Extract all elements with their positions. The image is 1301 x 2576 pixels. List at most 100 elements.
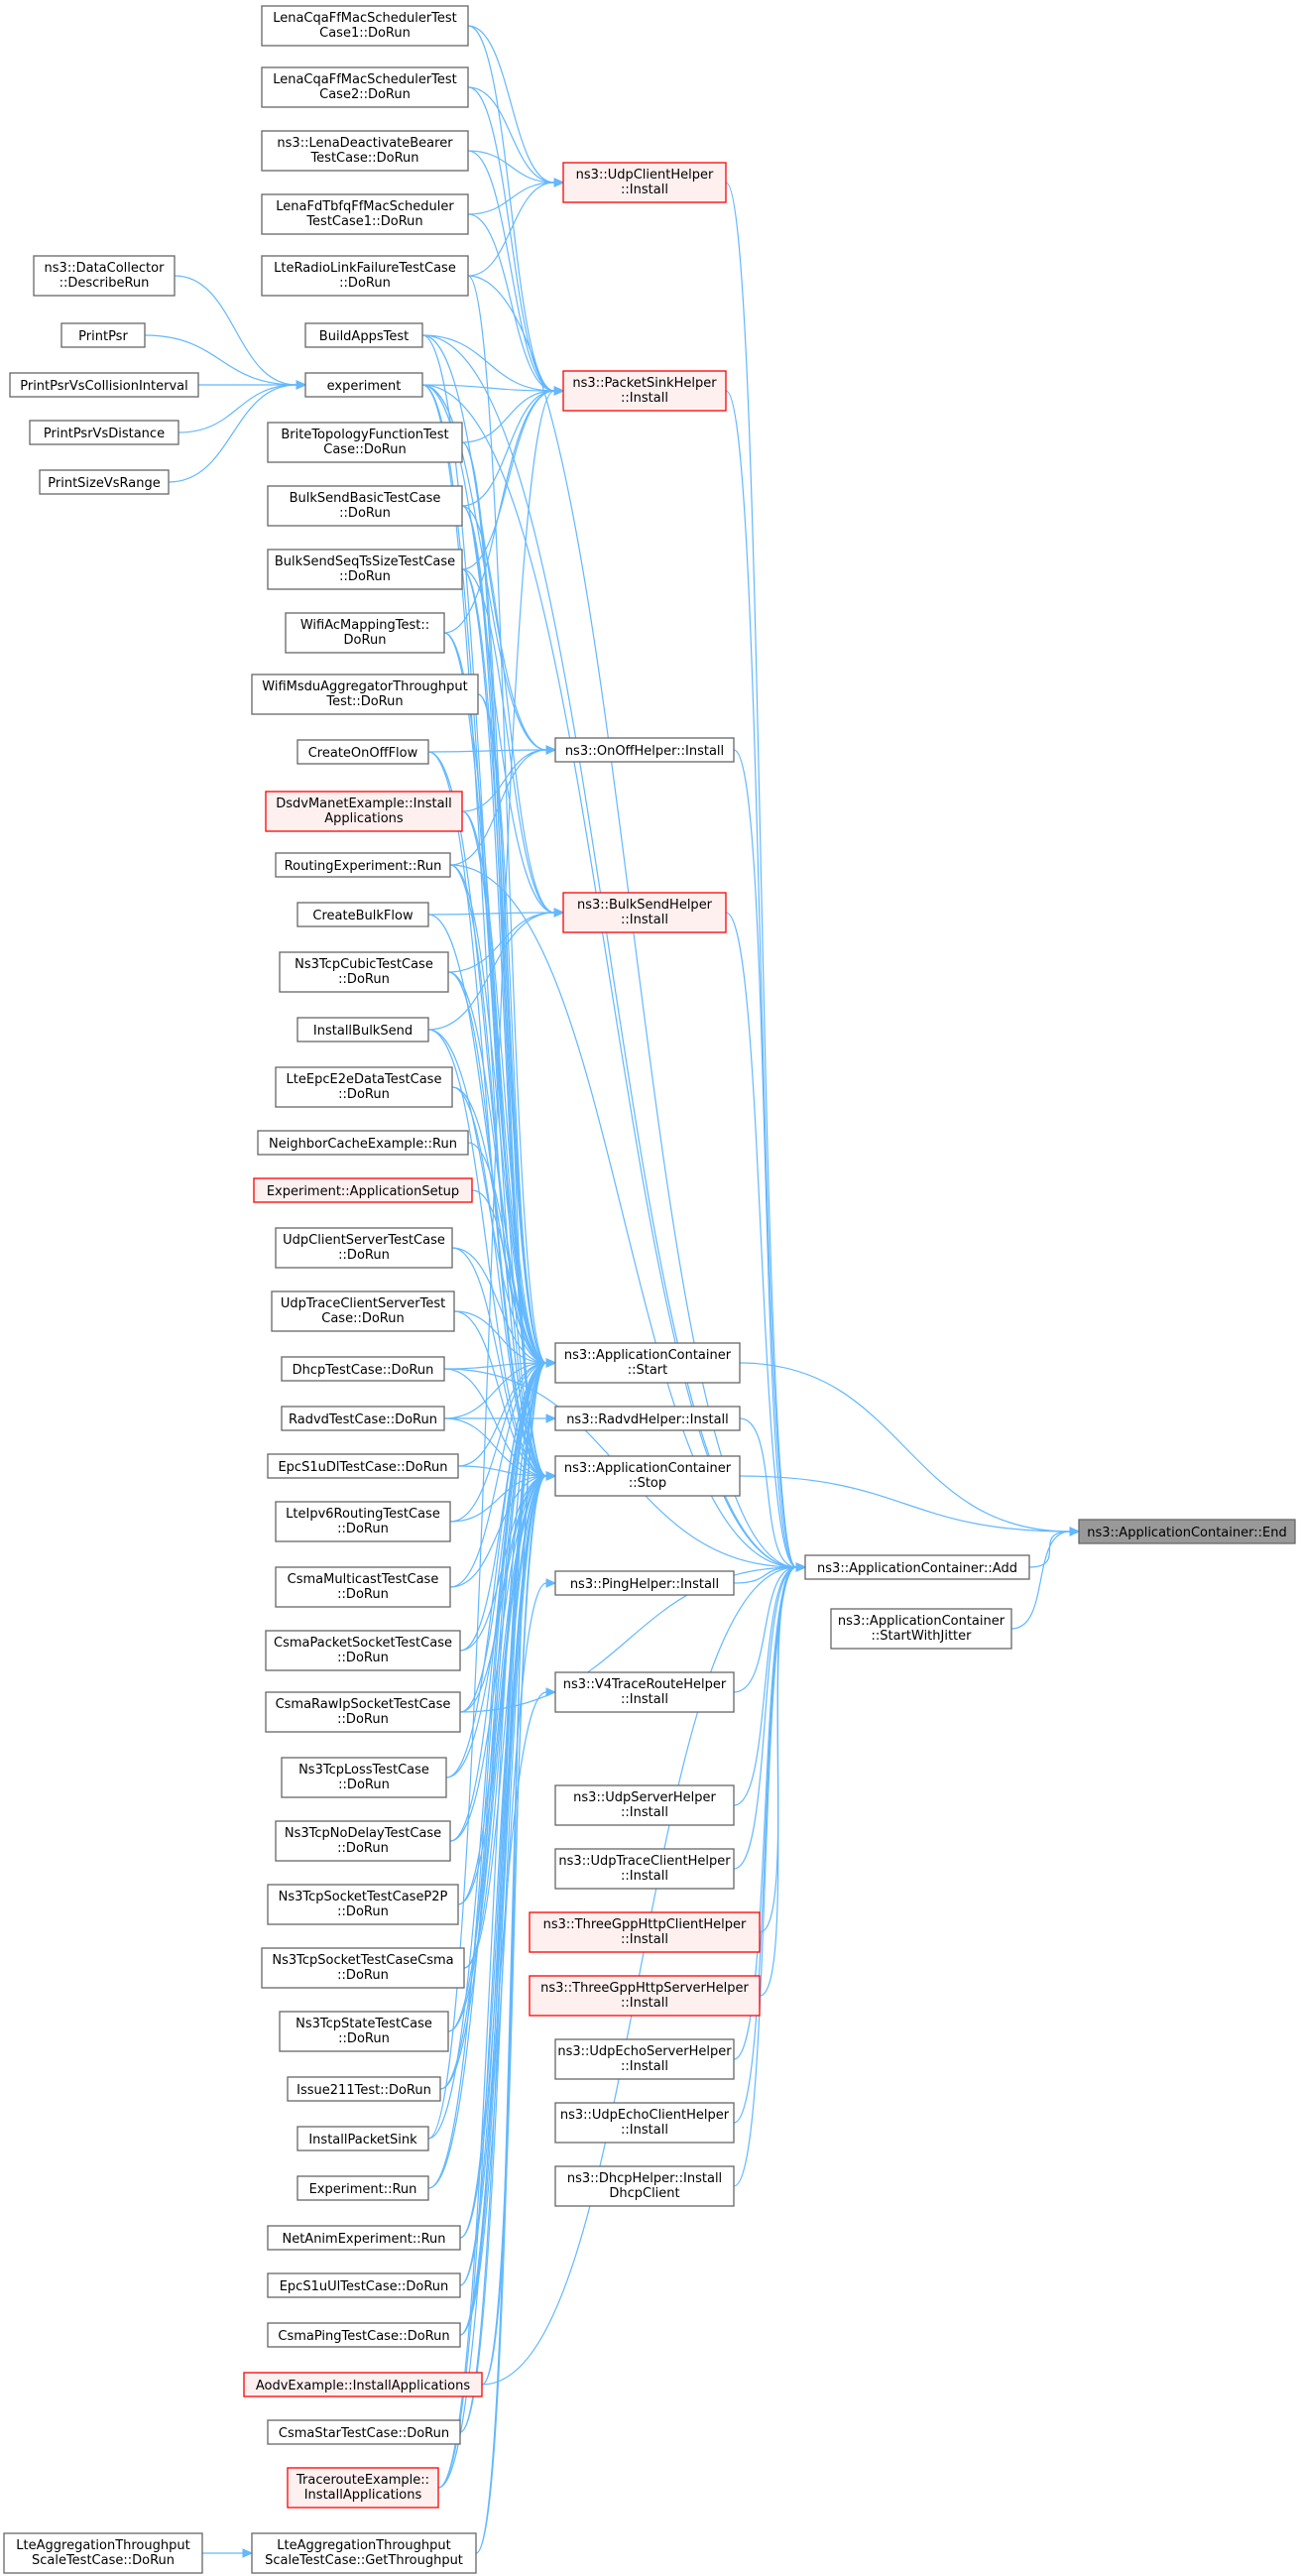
node-experimentrun[interactable]: Experiment::Run (296, 2175, 429, 2201)
node-packetsinkhelper[interactable]: ns3::PacketSinkHelper::Install (562, 370, 727, 412)
node-label-line-2: ScaleTestCase::GetThroughput (265, 2553, 463, 2568)
node-start[interactable]: ns3::ApplicationContainer::Start (554, 1342, 741, 1384)
node-udpclienthelper[interactable]: ns3::UdpClientHelper::Install (562, 162, 727, 203)
call-edge-ns3tcpcubic-to-start (447, 971, 547, 1364)
call-edge-ns3tcpcubic-to-stop (447, 971, 547, 1477)
node-stop[interactable]: ns3::ApplicationContainer::Stop (554, 1455, 741, 1497)
node-installbulksend[interactable]: InstallBulkSend (296, 1017, 429, 1043)
node-netanim[interactable]: NetAnimExperiment::Run (267, 2225, 461, 2251)
node-wifiacmapping[interactable]: WifiAcMappingTest::DoRun (285, 612, 445, 654)
node-box (279, 2011, 449, 2052)
node-udptraceclienthelper[interactable]: ns3::UdpTraceClientHelper::Install (554, 1848, 735, 1890)
node-experiment[interactable]: experiment (304, 372, 423, 398)
node-printpsrdistance[interactable]: PrintPsrVsDistance (29, 420, 179, 445)
arrowhead-icon (545, 745, 557, 755)
node-csmarawip[interactable]: CsmaRawIpSocketTestCase::DoRun (265, 1691, 461, 1733)
node-label-line-2: ::DoRun (339, 569, 391, 584)
call-edge-csmaping-to-stop (459, 1475, 547, 2336)
node-routingexperiment[interactable]: RoutingExperiment::Run (275, 852, 451, 878)
node-buildappstest[interactable]: BuildAppsTest (304, 322, 423, 348)
node-printpsrcollision[interactable]: PrintPsrVsCollisionInterval (9, 372, 199, 398)
node-label-line-1: LteAggregationThroughput (16, 2538, 189, 2553)
call-edge-ns3tcpstate-to-stop (447, 1475, 547, 2032)
arrowhead-icon (553, 386, 565, 396)
node-ns3tcpnodelay[interactable]: Ns3TcpNoDelayTestCase::DoRun (275, 1820, 451, 1862)
call-edge-printsizerange-to-experiment (168, 384, 297, 483)
node-createonoffflow[interactable]: CreateOnOffFlow (296, 739, 429, 765)
node-startjitter[interactable]: ns3::ApplicationContainer::StartWithJitt… (830, 1608, 1012, 1650)
node-udpechoserver[interactable]: ns3::UdpEchoServerHelper::Install (554, 2038, 735, 2080)
node-epcs1uul[interactable]: EpcS1uUlTestCase::DoRun (267, 2272, 461, 2298)
node-box (261, 66, 469, 108)
node-label: RadvdTestCase::DoRun (289, 1412, 437, 1427)
node-csmapacketsocket[interactable]: CsmaPacketSocketTestCase::DoRun (265, 1630, 461, 1671)
node-bulksendseqts[interactable]: BulkSendSeqTsSizeTestCase::DoRun (267, 549, 463, 590)
node-dsdvmanet[interactable]: DsdvManetExample::InstallApplications (265, 791, 463, 832)
node-epcs1udl[interactable]: EpcS1uDlTestCase::DoRun (267, 1453, 459, 1479)
node-udpechoclient[interactable]: ns3::UdpEchoClientHelper::Install (554, 2102, 735, 2144)
node-ns3tcpcubic[interactable]: Ns3TcpCubicTestCase::DoRun (279, 951, 449, 993)
node-box (562, 370, 727, 412)
node-neighborcache[interactable]: NeighborCacheExample::Run (257, 1130, 469, 1156)
node-bulksendhelper[interactable]: ns3::BulkSendHelper::Install (562, 892, 727, 933)
call-edge-bulksendbasic-to-bulksendhelper (461, 505, 555, 914)
node-onoffhelper[interactable]: ns3::OnOffHelper::Install (554, 737, 735, 763)
node-bulksendbasic[interactable]: BulkSendBasicTestCase::DoRun (267, 485, 463, 527)
node-radvdtestcase[interactable]: RadvdTestCase::DoRun (281, 1406, 445, 1431)
node-focus[interactable]: ns3::ApplicationContainer::End (1078, 1519, 1296, 1544)
node-printpsr[interactable]: PrintPsr (60, 322, 146, 348)
node-csmamulticast[interactable]: CsmaMulticastTestCase::DoRun (275, 1566, 451, 1608)
node-issue211[interactable]: Issue211Test::DoRun (287, 2076, 441, 2102)
node-csmaping[interactable]: CsmaPingTestCase::DoRun (267, 2322, 461, 2348)
node-threegpphttpserver[interactable]: ns3::ThreeGppHttpServerHelper::Install (529, 1975, 761, 2017)
node-udpserverhelper[interactable]: ns3::UdpServerHelper::Install (554, 1784, 735, 1826)
node-createbulkflow[interactable]: CreateBulkFlow (296, 902, 429, 927)
node-add[interactable]: ns3::ApplicationContainer::Add (804, 1554, 1030, 1580)
node-pinghelper[interactable]: ns3::PingHelper::Install (554, 1570, 735, 1596)
node-aodvexample[interactable]: AodvExample::InstallApplications (243, 2372, 483, 2397)
node-label-line-1: WifiMsduAggregatorThroughput (262, 679, 467, 694)
node-radvdhelper[interactable]: ns3::RadvdHelper::Install (554, 1406, 741, 1431)
node-label: ns3::PingHelper::Install (570, 1577, 719, 1592)
node-udpclientserver[interactable]: UdpClientServerTestCase::DoRun (275, 1227, 453, 1269)
node-dhcptestcase[interactable]: DhcpTestCase::DoRun (281, 1356, 445, 1382)
node-v4traceroute[interactable]: ns3::V4TraceRouteHelper::Install (554, 1671, 735, 1713)
node-ns3tcpsocketp2p[interactable]: Ns3TcpSocketTestCaseP2P::DoRun (267, 1884, 459, 1925)
call-edge-radvdtestcase-to-stop (443, 1417, 547, 1477)
node-lteaggdorun[interactable]: LteAggregationThroughputScaleTestCase::D… (3, 2532, 203, 2574)
node-lteepce2e[interactable]: LteEpcE2eDataTestCase::DoRun (275, 1066, 453, 1108)
node-ns3tcploss[interactable]: Ns3TcpLossTestCase::DoRun (281, 1757, 447, 1798)
node-label: ns3::ApplicationContainer::Add (817, 1561, 1017, 1576)
call-edge-csmamulticast-to-stop (449, 1475, 547, 1588)
node-csmastar[interactable]: CsmaStarTestCase::DoRun (267, 2419, 461, 2445)
node-label-line-2: ::DoRun (337, 1841, 389, 1856)
node-traceroute[interactable]: TracerouteExample::InstallApplications (287, 2467, 439, 2509)
node-lteipv6routing[interactable]: LteIpv6RoutingTestCase::DoRun (275, 1501, 451, 1542)
call-edge-ns3tcploss-to-start (445, 1362, 547, 1779)
arrowhead-icon (553, 178, 565, 187)
node-ns3tcpstate[interactable]: Ns3TcpStateTestCase::DoRun (279, 2011, 449, 2052)
node-box (9, 372, 199, 398)
node-installpacketsink[interactable]: InstallPacketSink (296, 2126, 429, 2151)
node-label-line-1: ns3::LenaDeactivateBearer (277, 136, 453, 151)
call-graph-edges (144, 25, 1081, 2558)
node-lteaggthroughput[interactable]: LteAggregationThroughputScaleTestCase::G… (251, 2532, 477, 2574)
node-label-line-1: LteEpcE2eDataTestCase (287, 1072, 442, 1087)
node-experimentappsetup[interactable]: Experiment::ApplicationSetup (253, 1177, 473, 1203)
node-lteradiolink[interactable]: LteRadioLinkFailureTestCase::DoRun (261, 255, 469, 297)
node-ns3tcpsocketcsma[interactable]: Ns3TcpSocketTestCaseCsma::DoRun (261, 1947, 465, 1989)
node-label-line-2: ::DoRun (337, 1522, 389, 1536)
node-label: ns3::OnOffHelper::Install (565, 744, 724, 759)
call-edge-onoffhelper-to-add (733, 749, 797, 1568)
node-threegpphttpclient[interactable]: ns3::ThreeGppHttpClientHelper::Install (529, 1911, 761, 1953)
node-datacollector[interactable]: ns3::DataCollector::DescribeRun (33, 255, 176, 297)
node-printsizerange[interactable]: PrintSizeVsRange (39, 469, 170, 495)
